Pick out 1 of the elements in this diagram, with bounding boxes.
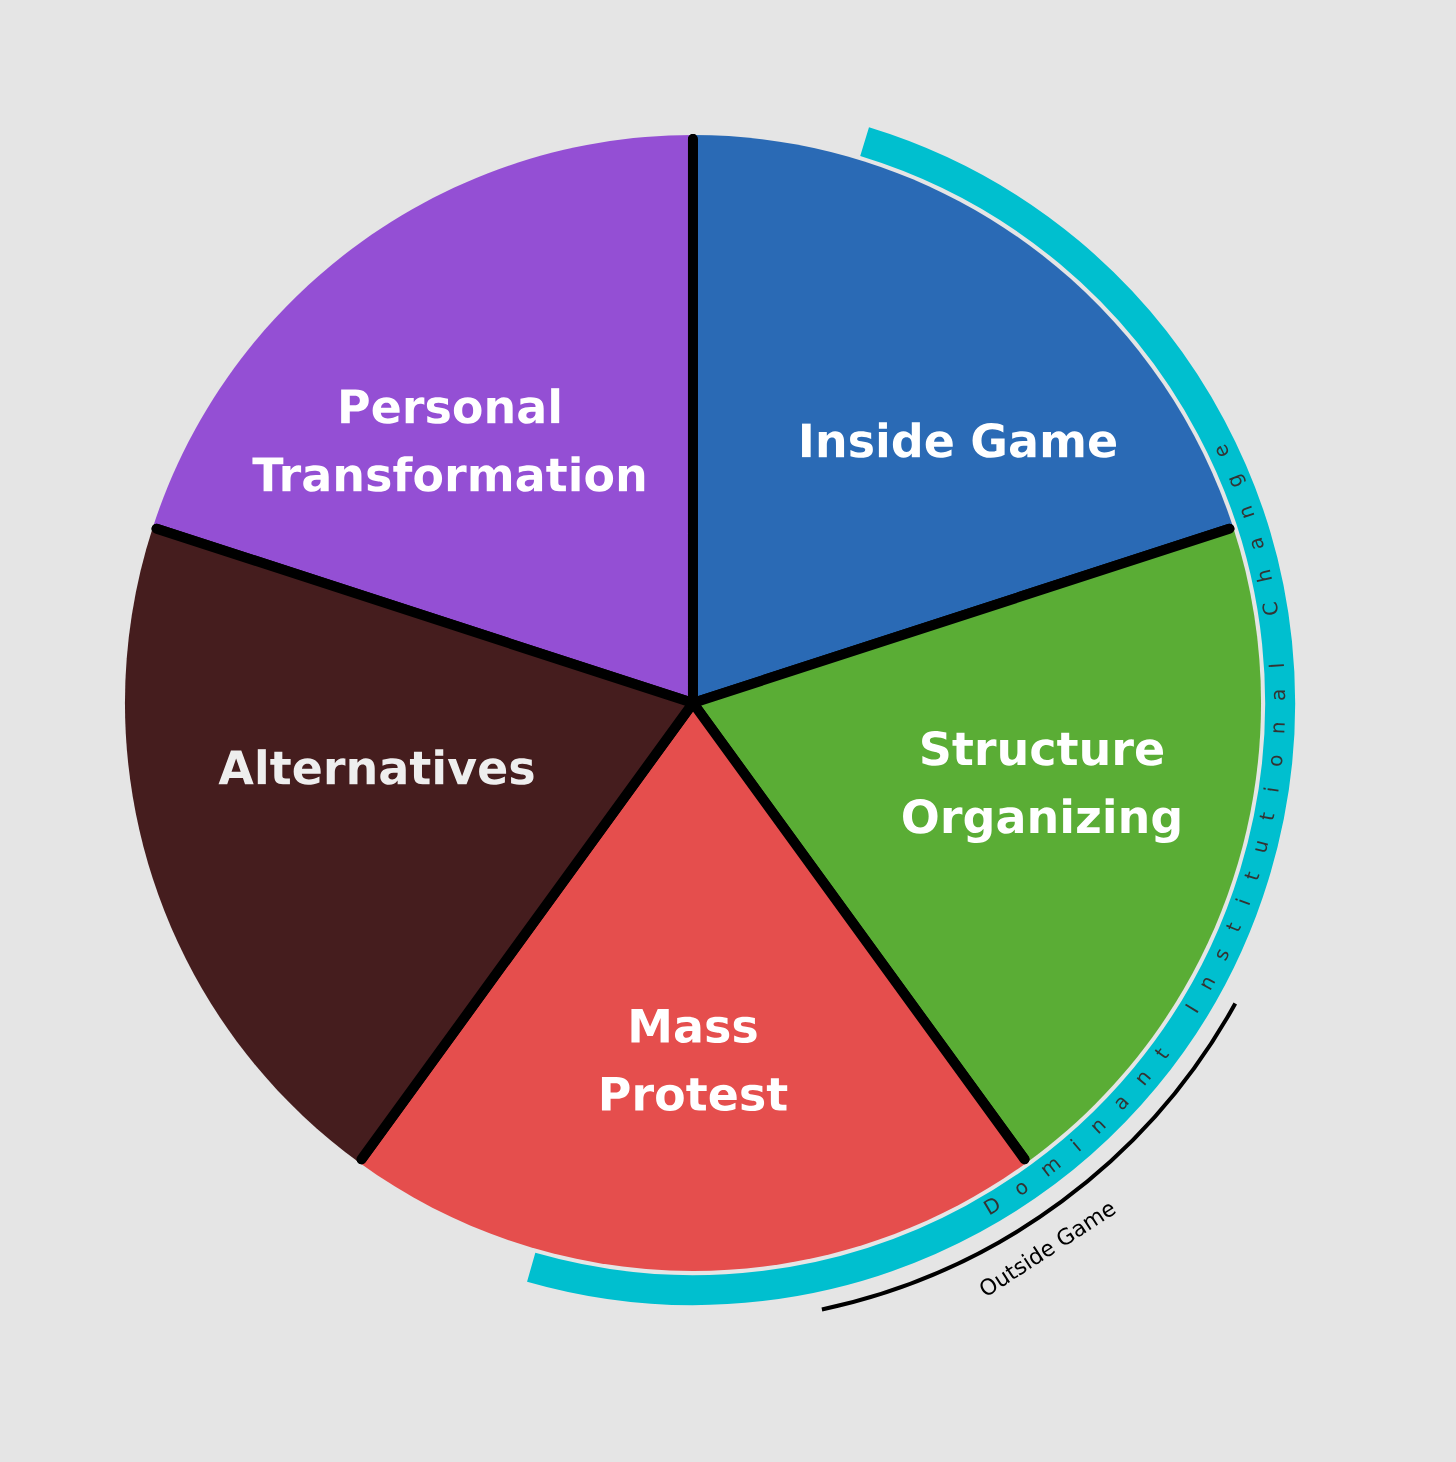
pie-slice: Personal Transformation: [151, 134, 698, 708]
